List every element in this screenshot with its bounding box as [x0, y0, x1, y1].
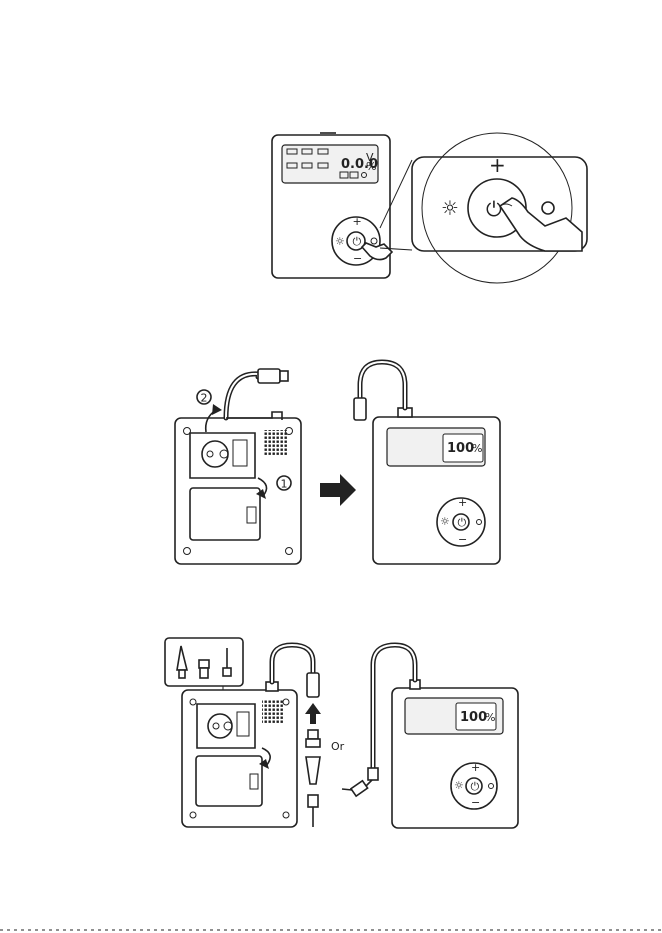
power-icon-3: ⏻ — [471, 780, 480, 793]
next-step-arrow — [320, 474, 356, 506]
or-label: Or — [331, 740, 345, 753]
long-hose-coupler — [368, 768, 378, 780]
plus-icon-2: + — [458, 496, 467, 509]
power-icon-small: ⏻ — [353, 235, 362, 248]
angled-valve-tip — [342, 789, 352, 790]
compartment-reel — [202, 441, 228, 467]
adapter-valve — [308, 730, 318, 739]
callout-number-2: 2 — [201, 392, 208, 405]
zoom-power-icon: ⏻ — [486, 197, 502, 221]
minus-icon-small: − — [353, 252, 362, 265]
angled-valve-head — [351, 781, 368, 796]
adapter-valve-icon — [199, 660, 209, 668]
hose-nozzle-3 — [307, 673, 319, 697]
lcd-unit-3: % — [485, 711, 495, 724]
minus-icon-2: − — [458, 533, 467, 546]
compartment-reel-3 — [208, 714, 232, 738]
panel-power-on: 0.0.0 V % ⏻ + − ☼ ⏻ + ☼ — [272, 133, 587, 283]
plus-icon-small: + — [353, 215, 362, 228]
light-icon-small: ☼ — [335, 235, 345, 248]
panel-attach-hose: 1 2 100 % ⏻ + − ☼ — [175, 362, 500, 564]
callout-number-1: 1 — [281, 478, 288, 491]
lcd-unit-2: % — [472, 442, 482, 455]
insert-up-arrow — [305, 703, 321, 724]
vent-grille-2 — [264, 430, 288, 456]
zoom-plus-icon: + — [489, 153, 506, 177]
lcd-reading-2: 100 — [447, 441, 474, 456]
adapter-cone — [306, 757, 320, 784]
hose-detached — [226, 374, 258, 418]
panel-nozzle-adapters: Or 100 % ⏻ + − ☼ — [165, 638, 518, 828]
plus-icon-3: + — [471, 761, 480, 774]
light-icon-3: ☼ — [454, 779, 464, 792]
rotate-arrow-2-head — [212, 404, 222, 415]
lcd-unit-percent-1: % — [366, 160, 376, 173]
lcd-reading-3: 100 — [460, 710, 487, 725]
light-icon-2: ☼ — [440, 515, 450, 528]
power-icon-2: ⏻ — [458, 516, 467, 529]
minus-icon-3: − — [471, 796, 480, 809]
hose-nozzle-2 — [354, 398, 366, 420]
vent-grille-3 — [262, 700, 284, 724]
adapter-needle-base — [308, 795, 318, 807]
hose-nozzle-detached — [258, 369, 280, 383]
zoom-light-icon: ☼ — [441, 196, 459, 220]
